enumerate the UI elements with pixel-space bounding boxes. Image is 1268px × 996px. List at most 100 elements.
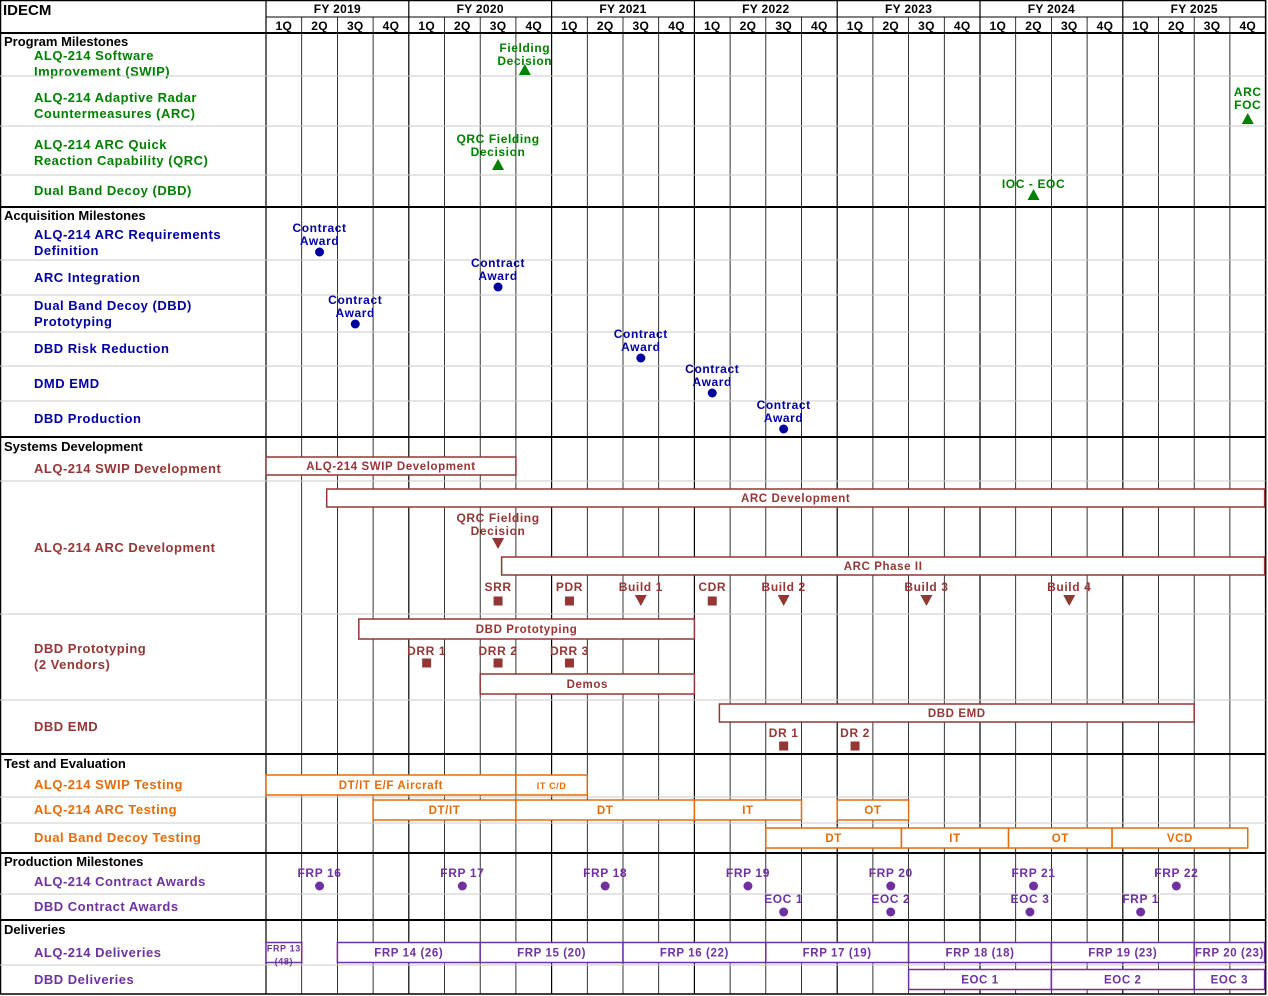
milestone-marker	[492, 538, 505, 549]
category-heading: Deliveries	[4, 922, 66, 937]
quarter-label: 1Q	[704, 19, 721, 33]
milestone-label: DR 2	[840, 726, 870, 740]
bar-label: EOC 3	[1211, 975, 1249, 987]
fiscal-year-label: FY 2023	[885, 2, 932, 16]
row-label: ALQ-214 Adaptive Radar Countermeasures (…	[34, 89, 197, 121]
milestone-label: FRP 17	[440, 866, 484, 880]
schedule-bar	[500, 556, 1266, 576]
milestone-label: Build 1	[619, 580, 663, 594]
row-label: DBD Contract Awards	[34, 899, 179, 914]
row-label: ALQ-214 Software Improvement (SWIP)	[34, 48, 171, 79]
quarter-label: 2Q	[740, 19, 757, 33]
bar-label: EOC 2	[1104, 975, 1142, 987]
row-label: DMD EMD	[34, 375, 100, 391]
milestone-marker	[350, 319, 360, 329]
row-label: DBD Deliveries	[34, 971, 135, 987]
milestone-marker	[1241, 113, 1254, 124]
milestone-marker	[1136, 907, 1146, 917]
quarter-label: 3Q	[1204, 19, 1221, 33]
milestone-marker	[1025, 907, 1035, 917]
milestone-label: FRP 19	[726, 866, 770, 880]
milestone-marker	[886, 881, 896, 891]
row-label: DBD Risk Reduction	[34, 341, 170, 356]
fiscal-year-label: FY 2025	[1171, 2, 1218, 16]
milestone-marker	[777, 595, 790, 606]
bar-label: FRP 20 (23)	[1195, 948, 1264, 960]
milestone-marker	[493, 282, 503, 292]
row-label: ALQ-214 ARC Development	[34, 539, 216, 555]
fiscal-year-label: FY 2022	[742, 2, 789, 16]
bar-label: DT	[597, 805, 614, 817]
quarter-label: 3Q	[490, 19, 507, 33]
bar-label: DT	[825, 833, 842, 845]
quarter-label: 1Q	[847, 19, 864, 33]
quarter-label: 4Q	[525, 19, 542, 33]
milestone-marker	[850, 741, 860, 751]
bar-label: FRP 17 (19)	[803, 948, 872, 960]
bar-label: FRP 14 (26)	[374, 948, 443, 960]
bar-label: DT/IT	[429, 805, 461, 817]
milestone-marker	[1029, 881, 1039, 891]
milestone-marker	[493, 658, 503, 668]
milestone-marker	[1171, 881, 1181, 891]
milestone-label: IOC - EOC	[1002, 177, 1065, 191]
milestone-marker	[636, 353, 646, 363]
schedule-bar	[836, 799, 910, 821]
row-label: DBD Prototyping (2 Vendors)	[34, 641, 147, 672]
milestone-marker	[518, 64, 531, 75]
bar-label: ARC Development	[741, 493, 850, 505]
milestone-label: FRP 16	[298, 866, 342, 880]
schedule-bar	[718, 703, 1195, 723]
row-label: ALQ-214 ARC Quick Reaction Capability (Q…	[34, 136, 209, 168]
milestone-label: FRP 1	[1122, 892, 1159, 906]
milestone-marker	[707, 596, 717, 606]
milestone-label: DRR 3	[550, 644, 589, 658]
quarter-label: 1Q	[276, 19, 293, 33]
row-label: ALQ-214 SWIP Testing	[34, 777, 183, 792]
schedule-bar	[358, 618, 696, 640]
milestone-label: Build 3	[904, 580, 948, 594]
milestone-marker	[564, 658, 574, 668]
category-heading: Test and Evaluation	[4, 756, 126, 771]
quarter-label: 1Q	[990, 19, 1007, 33]
quarter-label: 4Q	[1239, 19, 1256, 33]
bar-label: OT	[864, 805, 881, 817]
milestone-label: Build 2	[762, 580, 806, 594]
quarter-label: 4Q	[811, 19, 828, 33]
milestone-label: FRP 18	[583, 866, 627, 880]
row-label: ALQ-214 SWIP Development	[34, 460, 222, 476]
quarter-label: 4Q	[668, 19, 685, 33]
bar-label: FRP 18 (18)	[945, 948, 1014, 960]
quarter-label: 2Q	[1168, 19, 1185, 33]
row-label: ALQ-214 ARC Requirements Definition	[34, 226, 222, 258]
milestone-label: DRR 1	[407, 644, 446, 658]
milestone-marker	[743, 881, 753, 891]
milestone-marker	[315, 247, 325, 257]
schedule-bar	[515, 774, 589, 796]
bar-label: FRP 15 (20)	[517, 948, 586, 960]
milestone-marker	[779, 741, 789, 751]
quarter-label: 2Q	[1025, 19, 1042, 33]
bar-label: DBD EMD	[928, 708, 986, 720]
row-label: Dual Band Decoy (DBD)	[34, 183, 192, 198]
bar-label: FRP 19 (23)	[1088, 948, 1157, 960]
milestone-label: EOC 3	[1010, 892, 1049, 906]
quarter-label: 3Q	[633, 19, 650, 33]
milestone-label: FRP 22	[1154, 866, 1198, 880]
category-heading: Production Milestones	[4, 854, 144, 869]
milestone-marker	[564, 596, 574, 606]
quarter-label: 2Q	[597, 19, 614, 33]
milestone-marker	[707, 388, 717, 398]
row-label: ALQ-214 ARC Testing	[34, 802, 178, 817]
